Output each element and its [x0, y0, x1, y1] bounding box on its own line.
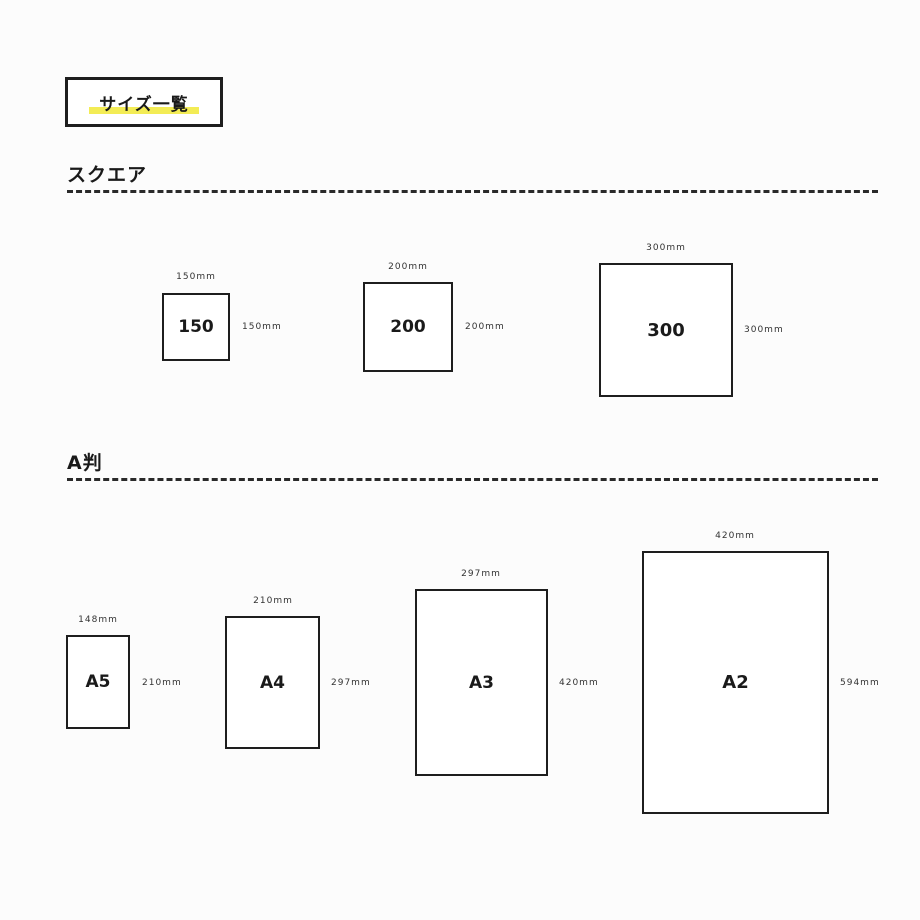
size-label-a5: A5: [85, 672, 111, 692]
height-label-a3: 420mm: [559, 678, 599, 688]
height-label-150: 150mm: [242, 322, 282, 332]
page-title-box: サイズ一覧: [65, 77, 223, 127]
size-label-a3: A3: [469, 672, 494, 693]
size-label-200: 200: [390, 317, 426, 337]
width-label-a2: 420mm: [715, 531, 755, 541]
width-label-300: 300mm: [646, 243, 686, 253]
section-heading-a-series: A判: [67, 452, 103, 474]
height-label-a4: 297mm: [331, 678, 371, 688]
divider-a-series: [67, 478, 878, 481]
size-label-a2: A2: [722, 672, 749, 693]
size-box-a3: A3: [415, 589, 548, 776]
width-label-a3: 297mm: [461, 569, 501, 579]
divider-square: [67, 190, 878, 193]
size-box-a4: A4: [225, 616, 320, 749]
title-highlight: サイズ一覧: [89, 90, 199, 115]
size-box-150: 150: [162, 293, 230, 361]
size-box-a2: A2: [642, 551, 829, 814]
page-title: サイズ一覧: [99, 94, 189, 115]
size-label-a4: A4: [260, 672, 285, 693]
size-box-a5: A5: [66, 635, 130, 729]
height-label-200: 200mm: [465, 322, 505, 332]
height-label-a2: 594mm: [840, 678, 880, 688]
width-label-a5: 148mm: [78, 615, 118, 625]
size-label-150: 150: [178, 317, 214, 337]
size-label-300: 300: [647, 319, 685, 341]
width-label-a4: 210mm: [253, 596, 293, 606]
width-label-200: 200mm: [388, 262, 428, 272]
height-label-a5: 210mm: [142, 678, 182, 688]
size-box-300: 300: [599, 263, 733, 397]
width-label-150: 150mm: [176, 272, 216, 282]
size-box-200: 200: [363, 282, 453, 372]
section-heading-square: スクエア: [67, 164, 148, 186]
height-label-300: 300mm: [744, 325, 784, 335]
